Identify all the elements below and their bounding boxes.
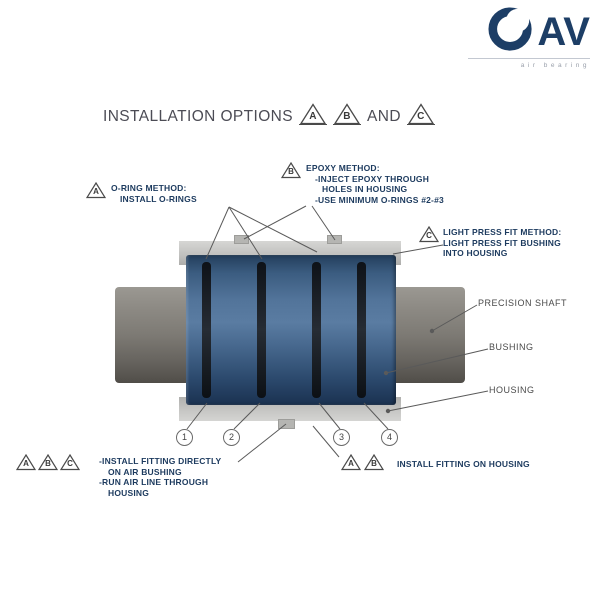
note-right: INSTALL FITTING ON HOUSING (397, 459, 530, 469)
note-line: EPOXY METHOD: (306, 163, 380, 173)
logo-brand-text: AV (537, 9, 590, 54)
note-left-triangle-c-icon: C (60, 454, 80, 471)
o-ring-groove-1 (202, 262, 211, 398)
logo-tagline: air bearing (520, 62, 590, 69)
brand-logo: AV air bearing (468, 6, 590, 69)
callout-b-note: EPOXY METHOD: -INJECT EPOXY THROUGH HOLE… (306, 163, 444, 205)
callout-c-triangle-icon: C (419, 226, 439, 243)
triangle-c-icon: C (406, 103, 435, 126)
epoxy-hole-right (327, 235, 342, 244)
note-line: -INSTALL FITTING DIRECTLY (99, 456, 222, 466)
callout-a-note: O-RING METHOD: INSTALL O-RINGS (111, 183, 197, 204)
note-line: INTO HOUSING (443, 248, 508, 258)
note-line: ON AIR BUSHING (108, 466, 182, 477)
note-right-triangle-a-icon: A (341, 454, 361, 471)
balloon-3: 3 (333, 429, 350, 446)
title-text: INSTALLATION OPTIONS (103, 108, 294, 125)
triangle-b-icon: B (333, 103, 362, 126)
note-line: O-RING METHOD: (111, 183, 187, 193)
note-left-triangle-a-icon: A (16, 454, 36, 471)
page-title: INSTALLATION OPTIONS A B AND C (103, 103, 435, 126)
balloon-1: 1 (176, 429, 193, 446)
air-bushing (186, 255, 396, 405)
balloon-2: 2 (223, 429, 240, 446)
note-line: LIGHT PRESS FIT METHOD: (443, 227, 562, 237)
note-line: -RUN AIR LINE THROUGH (99, 477, 209, 487)
o-ring-groove-3 (312, 262, 321, 398)
precision-shaft-label: PRECISION SHAFT (478, 298, 568, 308)
callout-a-triangle-icon: A (86, 182, 106, 199)
note-line: HOLES IN HOUSING (322, 184, 408, 194)
fitting-port-bottom (278, 419, 295, 429)
logo-divider (468, 58, 590, 59)
logo-ring-icon (488, 6, 534, 57)
epoxy-hole-left (234, 235, 249, 244)
o-ring-groove-2 (257, 262, 266, 398)
note-right-triangle-b-icon: B (364, 454, 384, 471)
bushing-label: BUSHING (489, 342, 534, 352)
triangle-a-icon: A (299, 103, 328, 126)
balloon-4: 4 (381, 429, 398, 446)
housing-label: HOUSING (489, 385, 535, 395)
note-left: -INSTALL FITTING DIRECTLY ON AIR BUSHING… (99, 456, 221, 498)
title-and-text: AND (367, 108, 401, 125)
note-line: HOUSING (108, 487, 150, 498)
note-left-triangle-b-icon: B (38, 454, 58, 471)
logo-row: AV (468, 6, 590, 57)
note-line: -INJECT EPOXY THROUGH (315, 173, 430, 184)
note-line: LIGHT PRESS FIT BUSHING (443, 237, 561, 248)
note-line: INSTALL O-RINGS (120, 193, 197, 204)
o-ring-groove-4 (357, 262, 366, 398)
note-line: -USE MINIMUM O-RINGS #2-#3 (315, 194, 444, 205)
callout-c-note: LIGHT PRESS FIT METHOD: LIGHT PRESS FIT … (443, 227, 561, 259)
callout-b-triangle-icon: B (281, 162, 301, 179)
